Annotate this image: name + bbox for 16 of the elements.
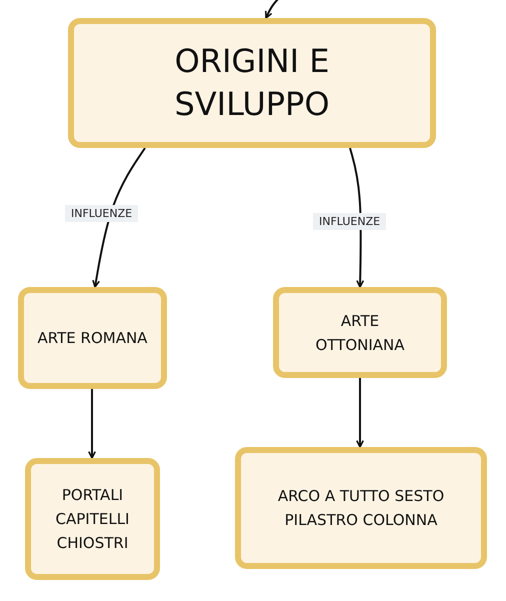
node-text: ARCO A TUTTO SESTO PILASTRO COLONNA <box>276 486 446 531</box>
node-text: ARTE ROMANA <box>38 328 148 349</box>
arrow <box>356 378 364 448</box>
node-text: ORIGINI E SVILUPPO <box>173 40 331 125</box>
concept-box <box>18 287 167 389</box>
edge-label: INFLUENZE <box>313 213 386 230</box>
concept-box <box>273 287 447 378</box>
arrow <box>92 147 146 288</box>
edge-label: INFLUENZE <box>65 205 138 222</box>
arrow <box>88 389 96 459</box>
arrow <box>349 148 364 288</box>
node-text: PORTALI CAPITELLI CHIOSTRI <box>54 485 130 554</box>
concept-box <box>68 18 436 148</box>
concept-box <box>235 447 487 569</box>
node-text: ARTE OTTONIANA <box>314 310 406 356</box>
concept-box <box>25 458 160 580</box>
